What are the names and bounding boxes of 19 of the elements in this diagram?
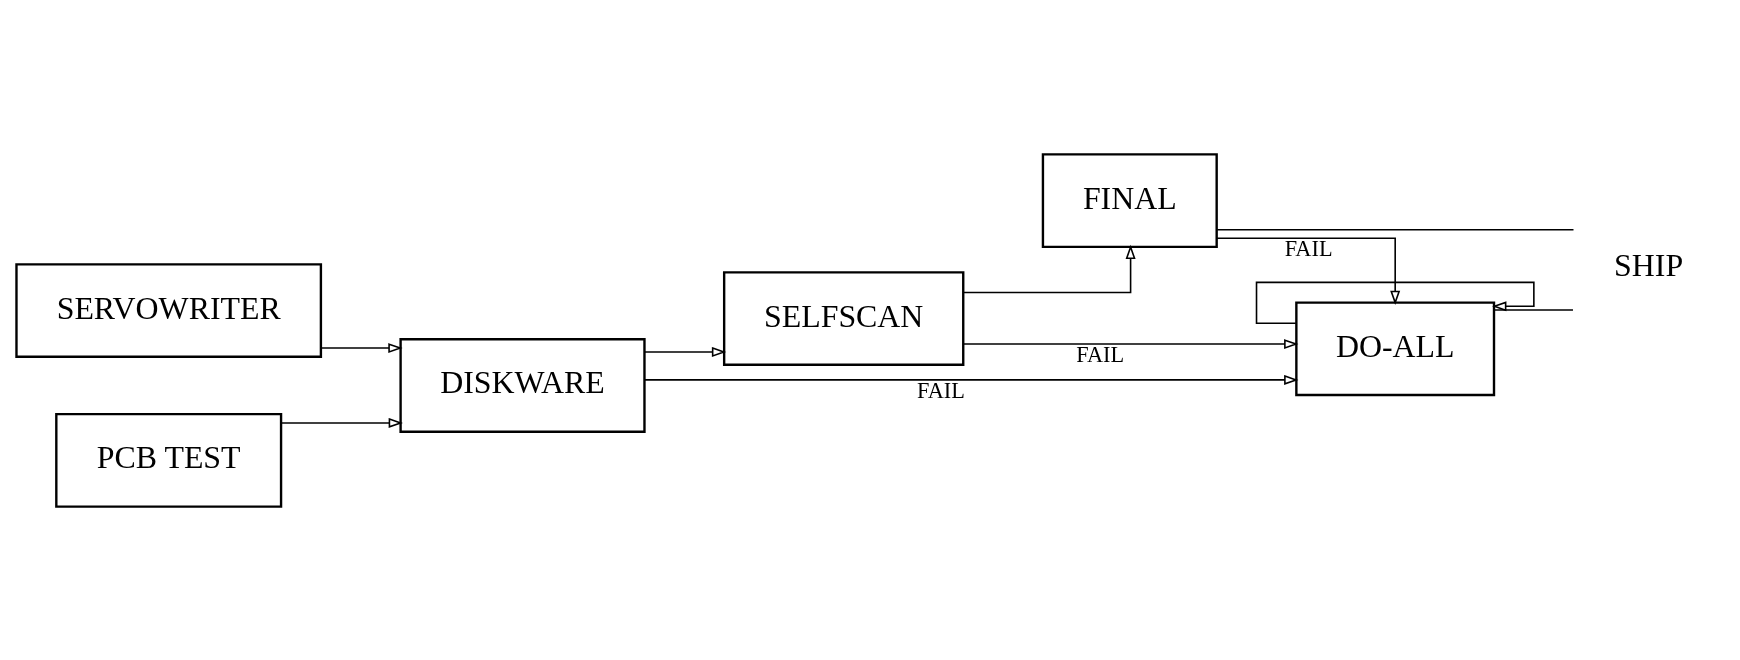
node-text: SHIP [1614, 247, 1684, 283]
node-box: DO-ALL [1295, 300, 1496, 396]
arrow [644, 346, 727, 357]
node-box: DISKWARE [399, 337, 646, 433]
arrow [280, 417, 403, 428]
arrow [320, 342, 403, 353]
edge-label: FAIL [916, 377, 965, 403]
arrow [644, 374, 1299, 385]
edge-label: FAIL [1284, 235, 1333, 261]
node-box: SERVOWRITER [15, 262, 323, 358]
node-box: PCB TEST [55, 412, 283, 508]
arrow [962, 338, 1299, 349]
arrow [962, 244, 1136, 293]
node-box: SELFSCAN [722, 270, 965, 366]
edge-label: FAIL [1076, 341, 1125, 367]
connector [1493, 308, 1574, 311]
connector [1216, 228, 1575, 231]
node-box: FINAL [1041, 152, 1218, 248]
arrow [1215, 237, 1401, 305]
